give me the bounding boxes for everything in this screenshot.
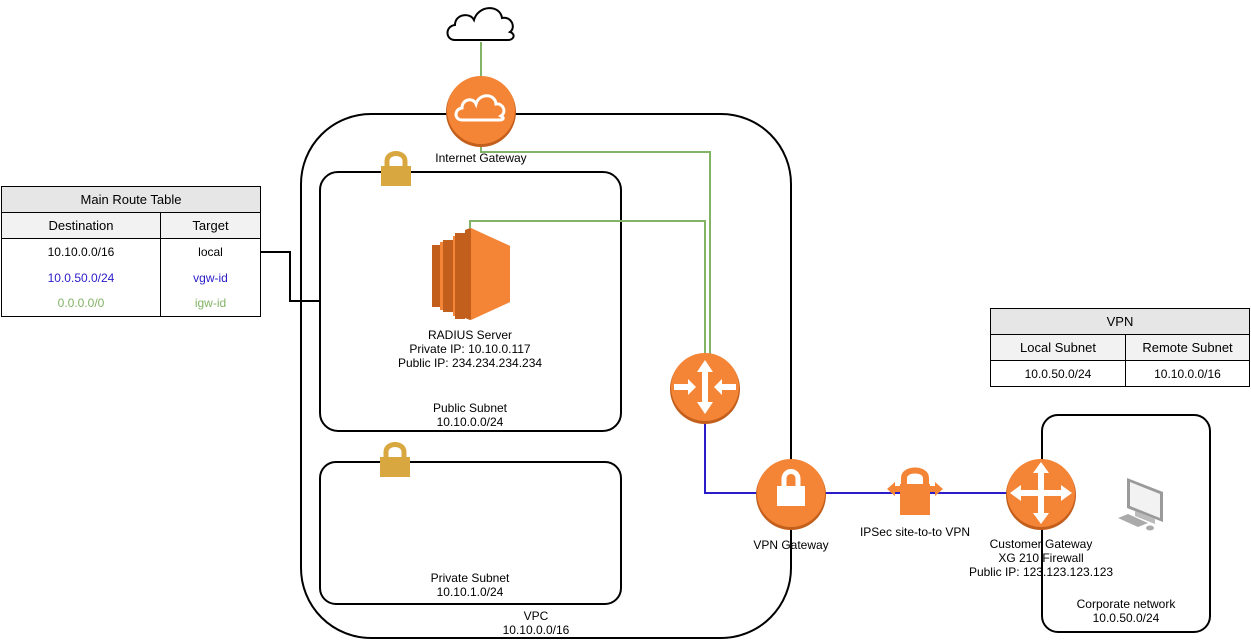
table-row: 0.0.0.0/0 igw-id [1,290,261,317]
radius-server-name: RADIUS Server [427,328,513,342]
route-table-connector [261,251,320,302]
private-subnet-label: Private Subnet 10.10.1.0/24 [370,571,570,599]
ipsec-label: IPSec site-to-to VPN [850,525,980,539]
table-row: 10.0.50.0/24 10.10.0.0/16 [990,360,1250,387]
vpn-gateway-label-text: VPN Gateway [753,538,829,552]
column-header-remote-subnet: Remote Subnet [1125,334,1250,361]
vpn-gateway-icon[interactable] [756,459,826,530]
internet-gateway-label: Internet Gateway [421,151,541,165]
vgw-route-line [704,420,1040,494]
customer-gateway-label: Customer Gateway XG 210 Firewall Public … [961,537,1121,579]
corporate-network-label: Corporate network 10.0.50.0/24 [1046,597,1206,625]
corporate-network-name: Corporate network [1076,597,1176,611]
public-subnet-cidr: 10.10.0.0/24 [436,415,504,429]
internet-gateway-label-text: Internet Gateway [435,151,527,165]
customer-gateway-icon[interactable] [1006,459,1076,530]
public-subnet-lock-icon [381,151,411,186]
private-subnet-lock-icon [380,442,410,477]
internet-gateway-icon[interactable] [446,76,516,147]
route-target: vgw-id [160,264,261,291]
main-route-table-title: Main Route Table [1,186,261,213]
radius-server-public-ip: Public IP: 234.234.234.234 [397,356,543,370]
vpn-table-title: VPN [990,308,1250,335]
ec2-instance-icon[interactable] [432,228,510,320]
column-header-destination: Destination [1,212,161,239]
main-route-table: Main Route Table Destination Target 10.1… [1,186,261,317]
vpn-local-subnet: 10.0.50.0/24 [990,360,1126,387]
desktop-computer-icon [1118,478,1163,531]
customer-gateway-public-ip: Public IP: 123.123.123.123 [968,565,1114,579]
customer-gateway-model: XG 210 Firewall [998,551,1084,565]
router-icon[interactable] [670,353,740,424]
internet-cloud-icon [446,7,515,41]
private-subnet-box[interactable] [319,461,622,605]
private-subnet-cidr: 10.10.1.0/24 [436,585,504,599]
vpc-name: VPC [523,609,549,623]
vpc-box[interactable] [300,113,792,639]
route-destination: 0.0.0.0/0 [1,290,161,317]
radius-server-label: RADIUS Server Private IP: 10.10.0.117 Pu… [370,328,570,370]
public-subnet-label: Public Subnet 10.10.0.0/24 [370,401,570,429]
server-route-line [469,220,706,355]
table-row: 10.0.50.0/24 vgw-id [1,264,261,291]
column-header-target: Target [160,212,261,239]
vpn-connection-icon[interactable] [887,467,943,516]
table-row: 10.10.0.0/16 local [1,238,261,265]
customer-gateway-name: Customer Gateway [989,537,1093,551]
ipsec-label-text: IPSec site-to-to VPN [859,525,971,539]
vpc-label: VPC 10.10.0.0/16 [436,609,636,637]
public-subnet-name: Public Subnet [432,401,508,415]
route-destination: 10.0.50.0/24 [1,264,161,291]
private-subnet-name: Private Subnet [430,571,510,585]
route-destination: 10.10.0.0/16 [1,238,161,265]
route-target: igw-id [160,290,261,317]
vpn-remote-subnet: 10.10.0.0/16 [1125,360,1250,387]
radius-server-private-ip: Private IP: 10.10.0.117 [409,342,531,356]
vpc-cidr: 10.10.0.0/16 [502,623,570,637]
column-header-local-subnet: Local Subnet [990,334,1126,361]
corporate-network-cidr: 10.0.50.0/24 [1092,611,1160,625]
vpn-gateway-label: VPN Gateway [731,538,851,552]
vpn-table: VPN Local Subnet Remote Subnet 10.0.50.0… [990,308,1250,387]
route-target: local [160,238,261,265]
